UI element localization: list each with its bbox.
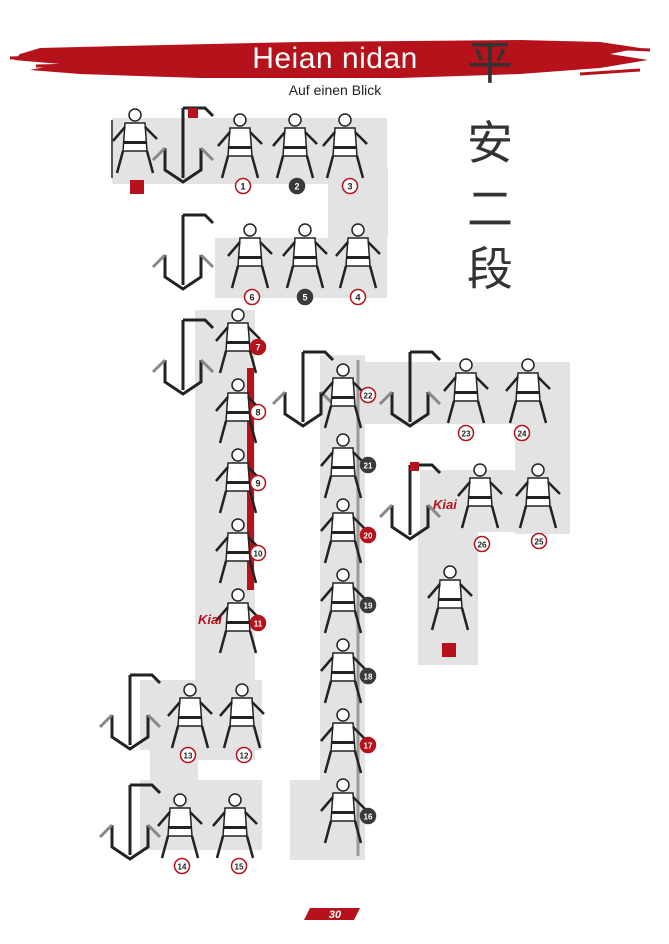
step-number: 7: [255, 343, 260, 353]
step-badge-25: 25: [530, 532, 548, 550]
step-badge-26: 26: [473, 535, 491, 553]
step-number: 2: [294, 182, 299, 192]
step-number: 18: [364, 673, 373, 682]
kanji-hei: 平: [467, 36, 513, 90]
step-number: 13: [184, 752, 193, 761]
step-badge-1: 1: [234, 177, 252, 195]
step-number: 20: [364, 532, 373, 541]
step-badge-18: 18: [359, 667, 377, 685]
step-number: 12: [240, 752, 249, 761]
step-number: 3: [347, 182, 352, 192]
step-badge-7: 7: [249, 338, 267, 356]
step-badge-5: 5: [296, 288, 314, 306]
step-number: 10: [254, 550, 263, 559]
kanji-dan: 段: [467, 242, 513, 296]
step-number: 6: [249, 293, 254, 303]
step-number: 22: [364, 392, 373, 401]
step-badge-4: 4: [349, 288, 367, 306]
step-number: 9: [255, 479, 260, 489]
step-number: 23: [462, 430, 471, 439]
kanji-ni: 二: [467, 182, 513, 236]
step-badge-6: 6: [243, 288, 261, 306]
step-badge-14: 14: [173, 857, 191, 875]
step-number: 21: [364, 462, 373, 471]
step-badge-23: 23: [457, 424, 475, 442]
step-number: 14: [178, 863, 187, 872]
kanji-an: 安: [467, 116, 513, 170]
step-badge-20: 20: [359, 526, 377, 544]
step-number: 15: [235, 863, 244, 872]
step-badge-24: 24: [513, 424, 531, 442]
step-badge-17: 17: [359, 736, 377, 754]
step-number: 4: [355, 293, 360, 303]
step-number: 16: [364, 813, 373, 822]
step-badge-2: 2: [288, 177, 306, 195]
page-title: Heian nidan: [252, 42, 418, 75]
step-number: 19: [364, 602, 373, 611]
page-number: 30: [328, 909, 342, 921]
step-badge-12: 12: [235, 746, 253, 764]
step-number: 26: [478, 541, 487, 550]
step-badge-16: 16: [359, 807, 377, 825]
step-number: 1: [240, 182, 245, 192]
kiai-label-11: Kiai: [198, 612, 222, 627]
step-badge-21: 21: [359, 456, 377, 474]
step-badge-22: 22: [359, 386, 377, 404]
step-number: 24: [518, 430, 527, 439]
step-number: 5: [302, 293, 307, 303]
step-badge-8: 8: [249, 403, 267, 421]
step-badge-19: 19: [359, 596, 377, 614]
step-badge-3: 3: [341, 177, 359, 195]
step-badge-10: 10: [249, 544, 267, 562]
page-subtitle: Auf einen Blick: [288, 82, 382, 98]
step-number: 17: [364, 742, 373, 751]
step-badge-13: 13: [179, 746, 197, 764]
step-number: 25: [535, 538, 544, 547]
step-badge-9: 9: [249, 474, 267, 492]
step-number: 8: [255, 408, 260, 418]
step-number: 11: [254, 620, 263, 629]
step-badge-15: 15: [230, 857, 248, 875]
kiai-label-26: Kiai: [433, 497, 457, 512]
step-badge-11: 11: [249, 614, 267, 632]
title-banner: [9, 40, 651, 78]
